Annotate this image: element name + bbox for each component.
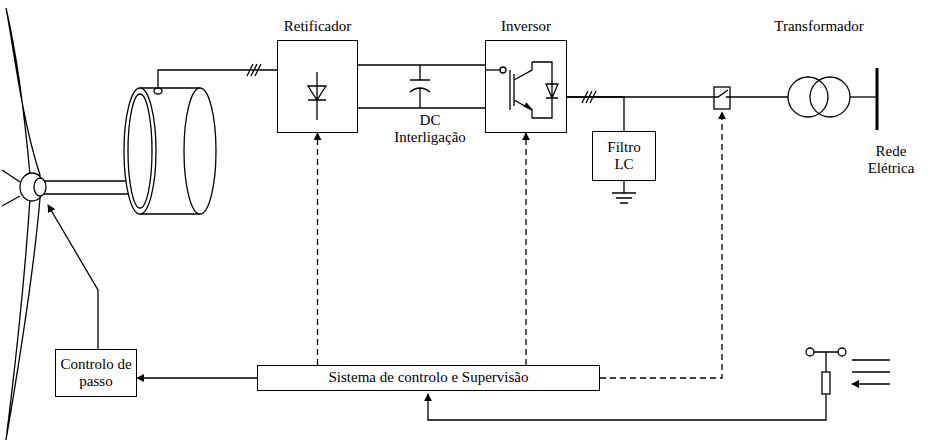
rotor-blade <box>6 8 40 175</box>
control-signal <box>317 133 318 365</box>
anemometer <box>812 352 840 372</box>
box-label: Controlo de passo <box>60 356 132 391</box>
igbt-gate <box>485 69 500 70</box>
three-phase-mark <box>247 64 261 76</box>
dc-link-label: DC Interligação <box>385 112 475 147</box>
heading-label: Inversor <box>501 18 551 35</box>
anemometer <box>822 372 830 394</box>
wind-arrow <box>852 360 890 384</box>
shaft <box>44 181 128 194</box>
generator <box>124 88 156 214</box>
heading-label: Transformador <box>774 18 863 35</box>
transformer-winding <box>788 77 828 117</box>
dc-rail <box>358 107 485 108</box>
control-system-box: Sistema de controlo e Supervisão <box>257 365 600 391</box>
power-wire <box>567 97 624 131</box>
switch-symbol <box>714 87 730 109</box>
switch-symbol <box>714 90 730 97</box>
rotor-blade <box>6 198 40 440</box>
control-signal <box>525 133 526 365</box>
ground-symbol <box>612 181 636 203</box>
diode-symbol <box>308 72 326 120</box>
sensor-signal <box>428 394 826 420</box>
generator-terminal <box>154 88 162 94</box>
rectifier-box: Retificador <box>277 40 358 133</box>
pitch-link <box>48 205 98 349</box>
generator <box>184 88 216 214</box>
power-wire <box>358 64 485 65</box>
control-arrow <box>137 377 257 378</box>
wire <box>158 70 277 88</box>
anemometer <box>838 348 846 356</box>
wire <box>850 96 876 97</box>
inverter-box: Inversor <box>485 40 567 133</box>
heading-label: Retificador <box>284 18 351 35</box>
three-phase-mark <box>582 91 596 103</box>
grid-busbar <box>876 68 879 130</box>
transformer: Transformador <box>788 77 850 117</box>
igbt-gate <box>500 67 506 73</box>
capacitor <box>410 65 430 108</box>
igbt-symbol <box>510 62 558 118</box>
generator <box>128 94 152 208</box>
igbt-arrow <box>524 103 532 110</box>
grid-label: Rede Elétrica <box>858 143 924 178</box>
box-label: Filtro LC <box>597 139 651 174</box>
pitch-control-box: Controlo de passo <box>55 349 137 397</box>
transformer-winding <box>810 77 850 117</box>
anemometer <box>806 348 814 356</box>
rotor-blade <box>2 170 20 206</box>
filter-box: Filtro LC <box>592 131 656 181</box>
box-label: Sistema de controlo e Supervisão <box>329 369 529 386</box>
